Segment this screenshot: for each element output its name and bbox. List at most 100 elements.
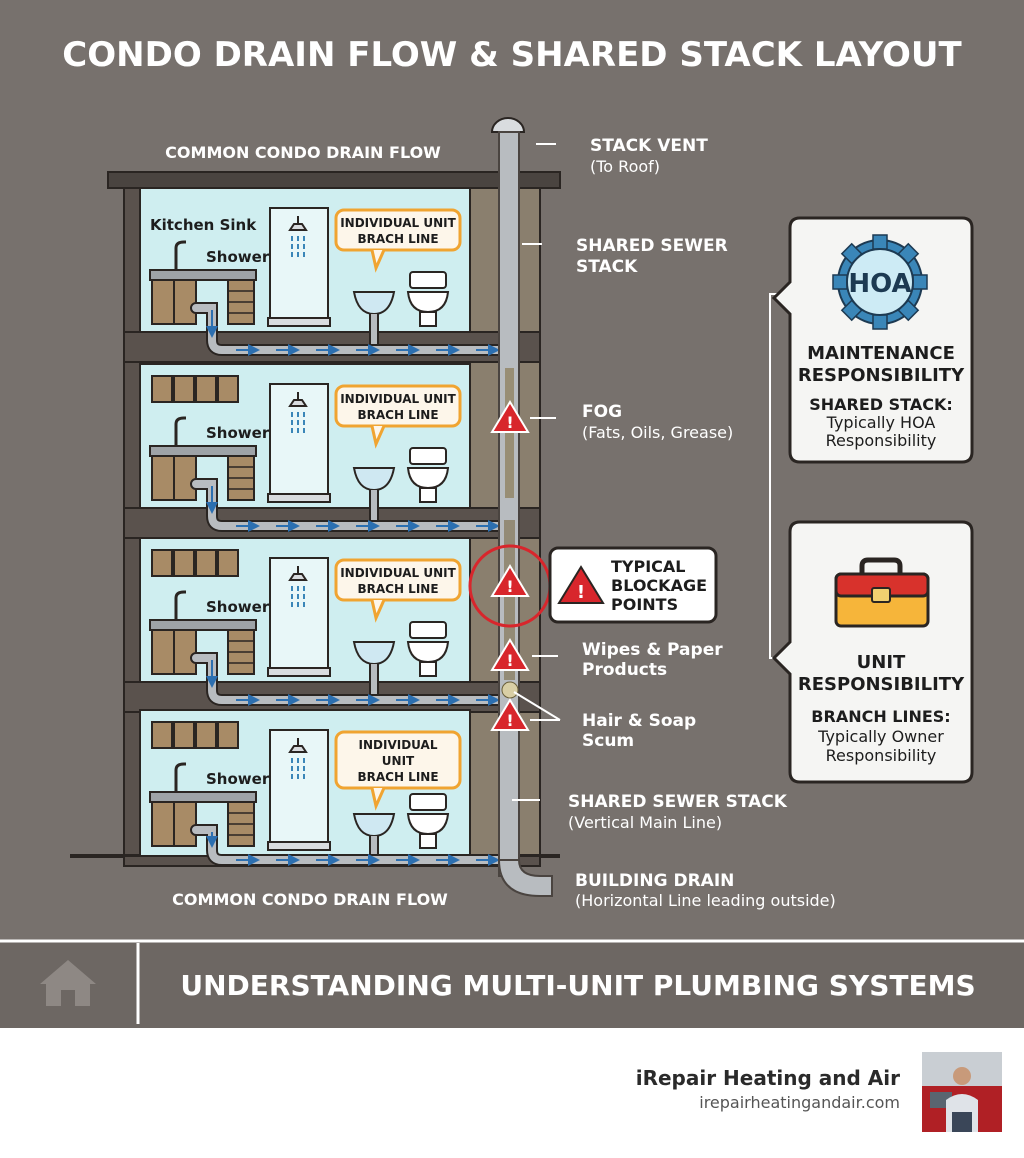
faucet-icon (174, 590, 186, 620)
upper-cabinet (173, 549, 195, 577)
branch-callout-text: UNIT (382, 754, 415, 768)
branch-line-callout (334, 208, 462, 252)
faucet-icon (174, 240, 186, 270)
toilet-base (419, 661, 437, 677)
hoa-card-text-line1: Typically HOA (826, 413, 936, 432)
unit-card-text-line2: Responsibility (826, 746, 937, 765)
hoa-gear-icon: HOA (832, 234, 928, 330)
unit-card-subtitle: BRANCH LINES: (811, 707, 950, 726)
branch-callout-text: BRACH LINE (357, 582, 438, 596)
countertop (149, 445, 257, 457)
gear-tooth (912, 274, 928, 290)
footer (0, 1028, 1024, 1154)
toolbox-icon (834, 557, 930, 628)
branch-drain-pipe (192, 480, 504, 530)
wipes-label-line1: Wipes & Paper (582, 640, 723, 660)
shower-base (267, 317, 331, 327)
branch-callout-text: BRACH LINE (357, 408, 438, 422)
stack-warning-exclamation: ! (506, 711, 513, 730)
shared-main-label: SHARED SEWER STACK (568, 792, 788, 812)
floor-unit-3: INDIVIDUAL UNIT BRACH LINE Shower (123, 363, 541, 539)
branch-callout-text: INDIVIDUAL UNIT (340, 392, 456, 406)
blockage-deposit (504, 520, 515, 680)
unit-card-title-line1: UNIT (857, 652, 906, 673)
branch-line-callout (334, 730, 462, 790)
gear-tooth (832, 274, 848, 290)
stack-warning-icon (490, 698, 530, 731)
branch-callout-text: INDIVIDUAL UNIT (340, 216, 456, 230)
blockage-label-line3: POINTS (611, 595, 678, 614)
shower-base (267, 667, 331, 677)
shared-main-sublabel: (Vertical Main Line) (568, 813, 722, 832)
footer-avatar (922, 1052, 1002, 1132)
roof-slab (107, 171, 561, 189)
common-flow-label-bottom: COMMON CONDO DRAIN FLOW (172, 890, 448, 909)
fog-sublabel: (Fats, Oils, Grease) (582, 423, 733, 442)
footer-website: irepairheatingandair.com (699, 1093, 900, 1112)
shower-base (267, 493, 331, 503)
building-drain-label: BUILDING DRAIN (575, 871, 734, 891)
branch-callout-text: BRACH LINE (357, 232, 438, 246)
upper-cabinet (151, 549, 173, 577)
upper-cabinet (151, 721, 173, 749)
hair-label-line2: Scum (582, 731, 634, 751)
callout-pointer (370, 787, 386, 811)
stack-vent-label: STACK VENT (590, 136, 708, 156)
floor-unit-4: INDIVIDUAL UNIT BRACH LINE Kitchen SinkSho… (123, 187, 541, 363)
hoa-card-title-line2: RESPONSIBILITY (798, 365, 965, 386)
kitchen-sink-label: Kitchen Sink (150, 216, 257, 234)
branch-callout-text: INDIVIDUAL UNIT (340, 566, 456, 580)
shared-sewer-stack-pipe (498, 131, 520, 877)
stack-warning-icon (490, 400, 530, 433)
stack-warning-exclamation: ! (506, 651, 513, 670)
hoa-badge-text: HOA (848, 269, 911, 299)
shower-label: Shower (206, 248, 270, 266)
toilet-base (419, 833, 437, 849)
page-title: CONDO DRAIN FLOW & SHARED STACK LAYOUT (62, 35, 962, 75)
callout-pointer (370, 599, 386, 623)
branch-drain-pipe (192, 826, 504, 864)
countertop (149, 269, 257, 281)
unit-card-text-line1: Typically Owner (817, 727, 944, 746)
shower-head-icon (288, 216, 308, 231)
upper-cabinet (195, 375, 217, 403)
shower-head-icon (288, 392, 308, 407)
hoa-card-title-line1: MAINTENANCE (807, 343, 955, 364)
blockage-alerts: !!!! (490, 400, 530, 731)
branch-drain-pipe (192, 654, 504, 704)
branch-line-callout (334, 558, 462, 602)
upper-cabinet (195, 721, 217, 749)
fog-label: FOG (582, 402, 622, 422)
blockage-label-line1: TYPICAL (611, 557, 686, 576)
shared-stack-label-line1: SHARED SEWER (576, 236, 728, 256)
wipes-label-line2: Products (582, 660, 667, 680)
toilet-base (419, 487, 437, 503)
shower-label: Shower (206, 770, 270, 788)
banner-text: UNDERSTANDING MULTI-UNIT PLUMBING SYSTEM… (180, 969, 975, 1002)
upper-cabinet (173, 721, 195, 749)
house-icon (40, 960, 96, 1006)
upper-cabinet (217, 549, 239, 577)
upper-cabinet (151, 375, 173, 403)
shower-label: Shower (206, 424, 270, 442)
stack-vent-cap (490, 117, 526, 133)
callout-pointer (370, 249, 386, 273)
countertop (149, 619, 257, 631)
wipes-clump (501, 681, 519, 699)
callout-pointer (370, 425, 386, 449)
upper-cabinet (173, 375, 195, 403)
shower-head-icon (288, 738, 308, 753)
upper-cabinet (195, 549, 217, 577)
condo-floors: INDIVIDUAL UNIT BRACH LINE Kitchen SinkSho… (123, 187, 541, 867)
branch-callout-text: INDIVIDUAL (359, 738, 438, 752)
stack-warning-exclamation: ! (506, 577, 513, 596)
footer-company-name: iRepair Heating and Air (636, 1066, 900, 1090)
branch-drain-pipe (192, 304, 504, 354)
toilet-tank (409, 447, 447, 465)
unit-responsibility-card: UNIT RESPONSIBILITY BRANCH LINES: Typica… (771, 520, 974, 784)
blockage-warning-icon (557, 565, 605, 604)
hoa-card-subtitle: SHARED STACK: (809, 395, 953, 414)
common-flow-label-top: COMMON CONDO DRAIN FLOW (165, 143, 441, 162)
